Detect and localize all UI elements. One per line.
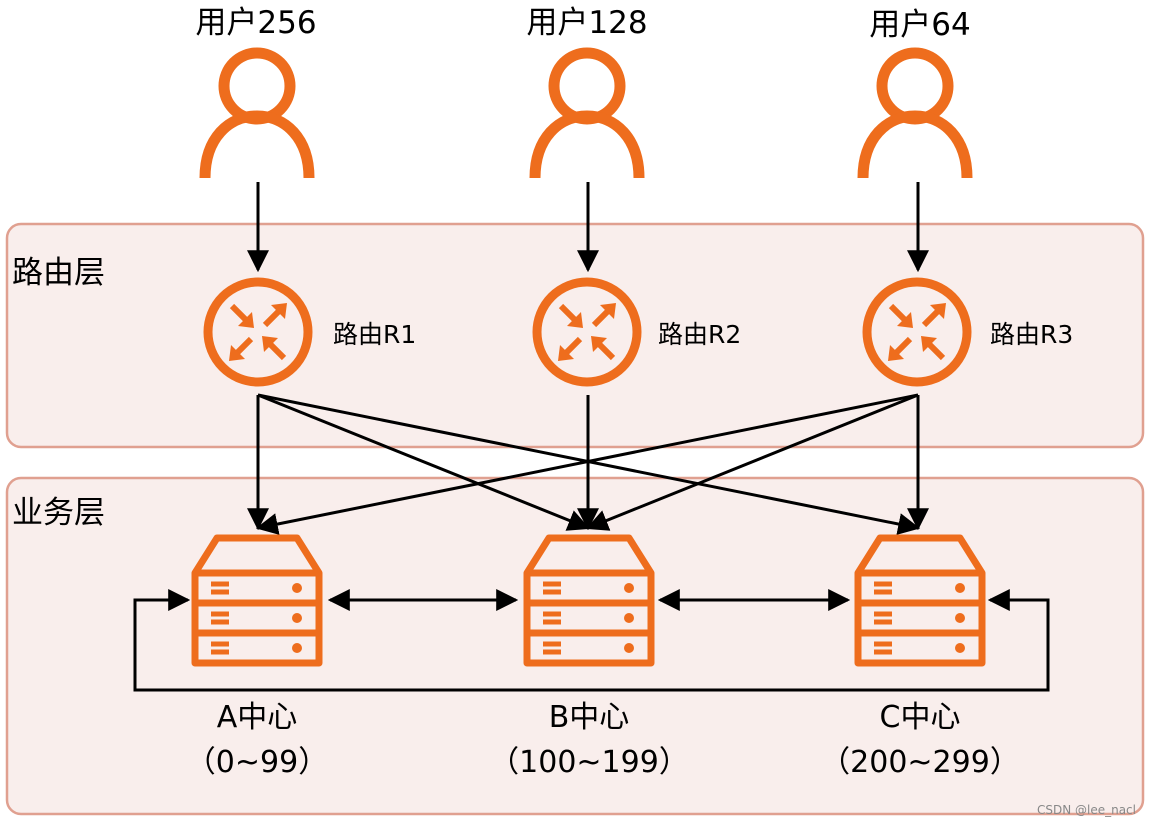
user-label-2: 用户128	[526, 5, 647, 41]
business-layer-box	[5, 476, 1145, 816]
user-label-3: 用户64	[869, 7, 970, 43]
edge-a-c-loop	[133, 589, 1050, 692]
user-icon-2	[535, 53, 639, 178]
center-range-a: （0~99）	[186, 745, 328, 780]
edge-r1-b	[257, 393, 591, 531]
user-label-1: 用户256	[195, 5, 316, 41]
router-label-3: 路由R3	[990, 320, 1073, 349]
router-label-2: 路由R2	[658, 320, 741, 349]
watermark-text: CSDN @lee_nacl	[1037, 803, 1136, 817]
user-icon-1	[205, 53, 309, 178]
router-label-1: 路由R1	[333, 320, 416, 349]
edge-r3-b	[585, 393, 919, 531]
center-label-a: A中心	[217, 700, 298, 735]
routing-layer-box	[5, 222, 1145, 449]
business-layer-label: 业务层	[12, 495, 105, 531]
edge-r3-a	[255, 393, 919, 535]
user-icon-3	[863, 53, 967, 178]
center-range-b: （100~199）	[489, 745, 689, 780]
center-range-c: （200~299）	[820, 745, 1020, 780]
routing-layer-label: 路由层	[12, 255, 105, 291]
center-label-c: C中心	[880, 700, 961, 735]
center-label-b: B中心	[549, 700, 630, 735]
